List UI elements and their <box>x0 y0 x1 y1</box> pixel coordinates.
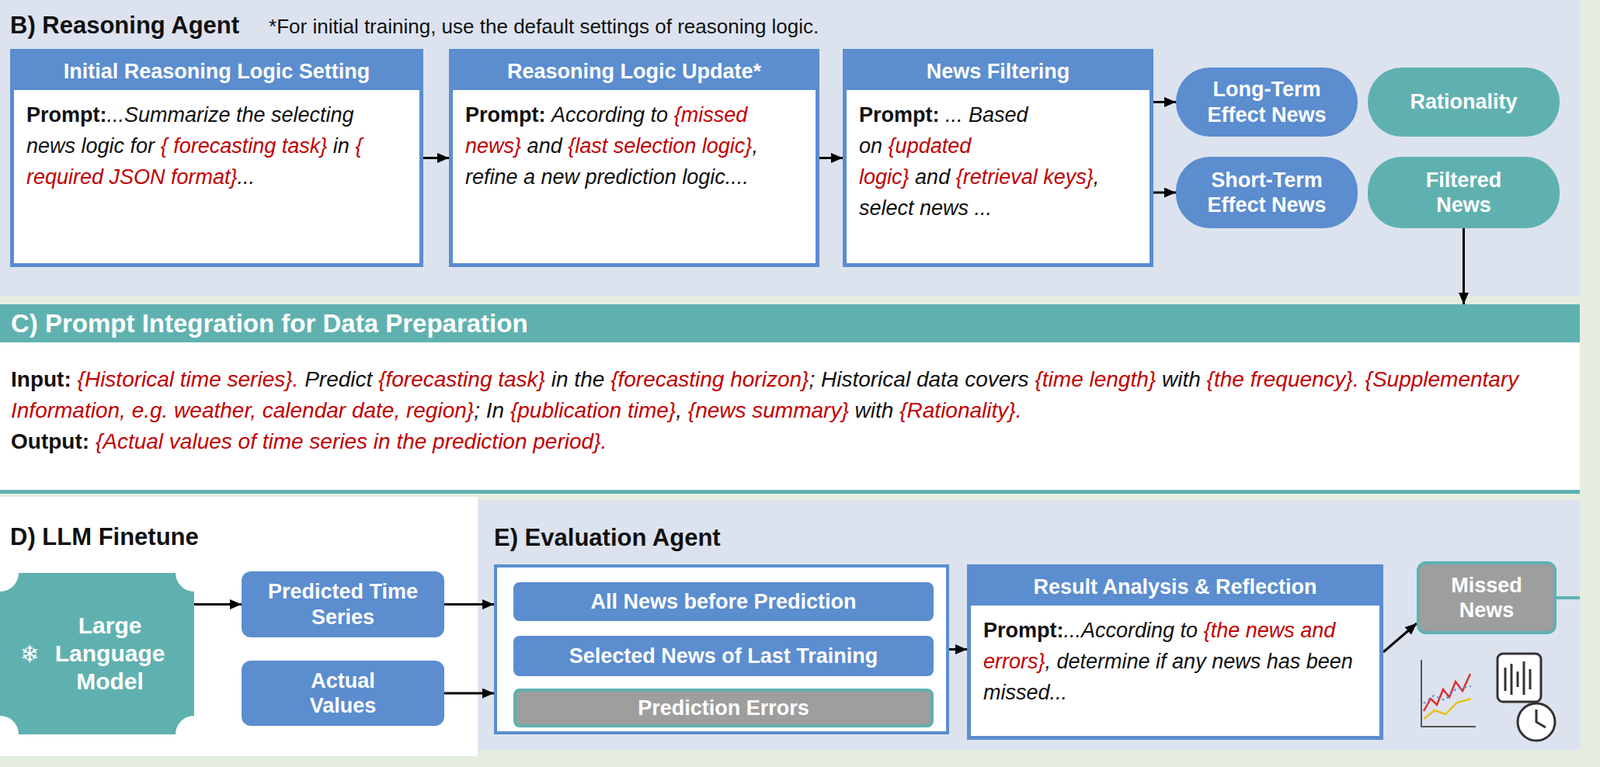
input-container: All News before PredictionSelected News … <box>493 564 950 735</box>
clock-hands <box>1536 709 1546 728</box>
evaluation-icon <box>1421 653 1555 741</box>
prompt-text: Prompt: <box>859 103 940 127</box>
input-bar: All News before Prediction <box>513 582 934 622</box>
prompt-card: Result Analysis & ReflectionPrompt:...Ac… <box>966 564 1384 741</box>
output-pill: Long-Term Effect News <box>1175 67 1358 137</box>
flow-arrow <box>1153 191 1176 195</box>
prompt-text: Prompt: <box>465 103 547 127</box>
prompt-text: {the frequency}. <box>1206 367 1360 392</box>
box-label: Long-Term Effect News <box>1186 76 1347 128</box>
llm-block: ❄Large Language Model <box>0 573 195 735</box>
box-label: Selected News of Last Training <box>569 643 879 669</box>
section-title: B) Reasoning Agent <box>10 11 240 39</box>
flow-arrow <box>1153 100 1176 104</box>
prompt-text: with <box>1161 367 1201 392</box>
section-e-ground <box>477 500 1580 751</box>
data-box: Predicted Time Series <box>241 571 445 638</box>
box-title: C) Prompt Integration for Data Preparati… <box>10 309 529 339</box>
prompt-text: Output: <box>10 429 90 454</box>
chart-line-yellow <box>1423 699 1472 720</box>
section-d-ground <box>0 497 478 757</box>
box-label: Filtered News <box>1409 167 1519 219</box>
prompt-text: According to <box>551 103 668 127</box>
prompt-text: {Rationality}. <box>899 398 1022 423</box>
section-title: D) LLM Finetune <box>10 523 199 551</box>
prompt-card: Reasoning Logic Update* Prompt:According … <box>448 48 820 268</box>
chart-axes <box>1421 660 1476 727</box>
prompt-text: {retrieval keys} <box>956 165 1094 189</box>
box-title: Reasoning Logic Update* <box>507 59 762 84</box>
prompt-text: {Historical time series}. <box>77 367 300 392</box>
chart-line-blue <box>1423 686 1472 704</box>
input-bar: Selected News of Last Training <box>513 636 934 677</box>
prompt-text: { forecasting task} <box>160 134 328 158</box>
prompt-text: ...According to <box>1064 619 1199 643</box>
box-title: News Filtering <box>926 59 1071 84</box>
frozen-icon: ❄ <box>20 640 40 668</box>
flow-arrow <box>819 156 843 160</box>
box-label: Large Language Model <box>45 612 174 696</box>
prompt-text: and <box>527 134 563 158</box>
document-icon <box>1497 653 1541 703</box>
prompt-text: {news summary} <box>688 398 849 423</box>
flow-arrow <box>444 692 494 696</box>
feedback-stub <box>1556 596 1580 600</box>
document-bars <box>1505 661 1531 696</box>
flow-arrow <box>1383 623 1417 653</box>
section-band: B) Reasoning Agent *For initial training,… <box>0 0 1580 296</box>
data-box: Actual Values <box>241 660 445 727</box>
prompt-text: with <box>855 398 894 423</box>
flow-arrow <box>423 156 449 160</box>
box-label: Short-Term Effect News <box>1186 167 1347 219</box>
box-label: Rationality <box>1409 89 1517 115</box>
prompt-text: , <box>675 398 682 423</box>
prompt-text: ; In <box>473 398 505 423</box>
prompt-text: Predict <box>304 367 373 392</box>
prompt-text: ... <box>237 165 256 189</box>
flow-arrow <box>194 603 242 606</box>
prompt-text: Prompt: <box>983 619 1065 643</box>
section-title: E) Evaluation Agent <box>493 524 721 552</box>
result-box: Missed News <box>1416 561 1557 635</box>
clock-icon <box>1517 703 1555 741</box>
flow-arrow <box>1462 228 1465 305</box>
section-note: *For initial training, use the default s… <box>268 14 819 39</box>
box-label: Missed News <box>1440 573 1534 624</box>
output-pill: Short-Term Effect News <box>1175 156 1358 229</box>
prompt-text: ; Historical data covers <box>808 367 1029 392</box>
prompt-text: {Actual values of time series in the pre… <box>95 429 607 454</box>
llm-outline <box>0 573 195 735</box>
prompt-text: {forecasting horizon} <box>610 367 809 392</box>
flow-arrow <box>444 603 494 606</box>
prompt-text: {last selection logic} <box>567 134 752 158</box>
prompt-text: {forecasting task} <box>378 367 546 392</box>
prompt-text: {time length} <box>1034 367 1156 392</box>
prompt-text: Prompt: <box>26 103 108 127</box>
prompt-card: News FilteringPrompt:... Based on{update… <box>842 48 1154 268</box>
flow-arrow <box>949 648 967 651</box>
section-b-ground <box>0 0 1580 296</box>
box-label: Predicted Time Series <box>265 579 421 630</box>
prompt-text: {publication time} <box>510 398 676 423</box>
box-label: Actual Values <box>292 668 394 720</box>
chart-line-red <box>1423 674 1471 712</box>
prompt-text: in <box>333 134 350 158</box>
input-bar: Prediction Errors <box>513 688 934 728</box>
prompt-text: Input: <box>10 367 72 392</box>
prompt-text: in the <box>551 367 606 392</box>
box-label: All News before Prediction <box>590 589 856 615</box>
output-pill: Filtered News <box>1367 156 1560 229</box>
prompt-text: and <box>914 165 950 189</box>
box-title: Result Analysis & Reflection <box>1033 575 1317 600</box>
prompt-section: C) Prompt Integration for Data Preparati… <box>0 304 1580 494</box>
box-title: Initial Reasoning Logic Setting <box>63 59 371 84</box>
output-pill: Rationality <box>1367 67 1560 137</box>
box-label: Prediction Errors <box>637 695 810 721</box>
prompt-card: Initial Reasoning Logic SettingPrompt:..… <box>10 48 424 268</box>
section-band: E) Evaluation AgentAll News before Predi… <box>477 500 1580 751</box>
